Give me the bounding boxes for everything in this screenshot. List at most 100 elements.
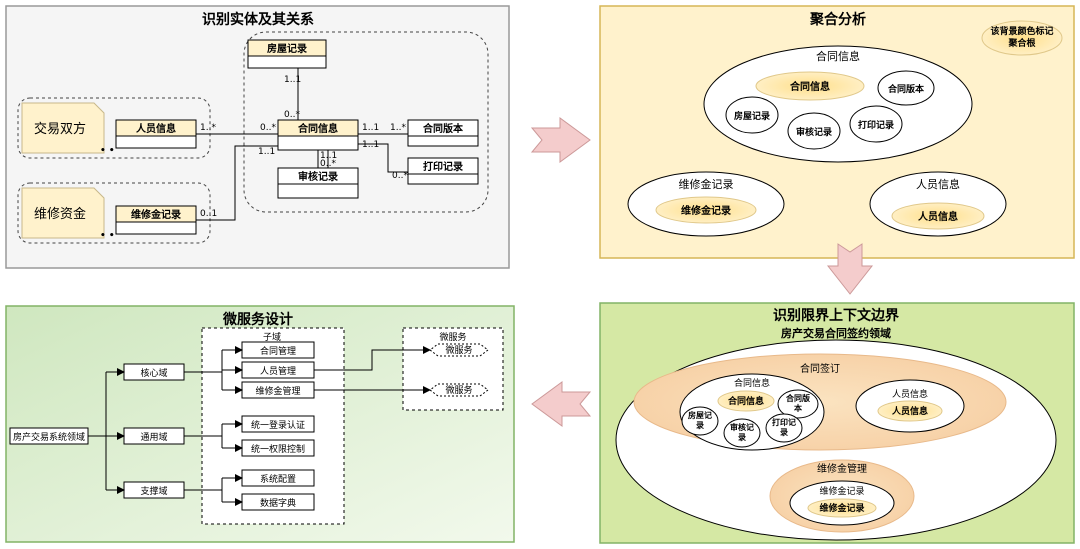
class-audit-record: 审核记录 bbox=[277, 167, 359, 199]
dots-trade: • • bbox=[100, 146, 115, 156]
agg-contract-version-label: 合同版本 bbox=[888, 83, 925, 95]
trade-party-group bbox=[17, 97, 211, 159]
fund-note-label: 维修资金 bbox=[34, 206, 86, 222]
domain-generic-label: 通用域 bbox=[140, 431, 167, 443]
subdomain-dictionary: 数据字典 bbox=[260, 497, 296, 509]
bc-house-record-label: 房屋记录 bbox=[688, 410, 712, 430]
contract-aggregate-label: 合同信息 bbox=[816, 49, 860, 63]
bc-print-record-label: 打印记录 bbox=[772, 417, 796, 437]
subdomain-permission: 统一权限控制 bbox=[251, 443, 305, 455]
bc-house-record bbox=[681, 406, 719, 436]
mult-person-side: 1..* bbox=[200, 123, 216, 133]
contract-aggregate-root bbox=[755, 71, 865, 101]
class-contract-info: 合同信息 bbox=[277, 119, 359, 151]
subdomain-person-mgmt: 人员管理 bbox=[260, 365, 296, 377]
mult-fund-side: 0..1 bbox=[200, 209, 217, 219]
aggregate-panel: 聚合分析 该背景颜色标记 聚合根 合同信息 合同信息 合同版本 房屋记录 审核记… bbox=[599, 5, 1075, 259]
mult-house-bottom: 0..* bbox=[284, 110, 300, 120]
bc-contract-label: 合同信息 bbox=[734, 377, 770, 389]
arrow-down bbox=[826, 243, 874, 295]
multiplicity-labels: 1..1 0..* 1..* 0..* 1..1 1..* 1..1 0..* … bbox=[100, 75, 408, 241]
mult-print-right: 0..* bbox=[392, 171, 408, 181]
subdomain-contract-mgmt: 合同管理 bbox=[260, 345, 296, 357]
mult-audit-top: 1..1 bbox=[320, 151, 337, 161]
legend-line-1: 该背景颜色标记 bbox=[990, 25, 1053, 37]
fund-mgmt-label: 维修金管理 bbox=[817, 462, 867, 475]
subdomain-header: 子域 bbox=[263, 331, 281, 343]
entities-title: 识别实体及其关系 bbox=[202, 11, 314, 28]
class-print-record: 打印记录 bbox=[407, 157, 479, 185]
class-fund-record-label: 维修金记录 bbox=[131, 208, 181, 221]
service-2-label: 微服务 bbox=[445, 384, 472, 396]
legend-line-2: 聚合根 bbox=[1007, 37, 1036, 49]
trade-party-note bbox=[21, 102, 105, 154]
mult-contract-person: 0..* bbox=[260, 123, 276, 133]
class-audit-record-label: 审核记录 bbox=[298, 170, 338, 183]
class-print-record-label: 打印记录 bbox=[423, 160, 463, 173]
signing-context-label: 合同签订 bbox=[800, 362, 840, 375]
agg-contract-version bbox=[877, 70, 935, 106]
arrow-right bbox=[530, 117, 591, 163]
microservice-panel: 微服务设计 子域 微服务 房产交易系统领域 核心域 通用域 支撑域 合同管理 人… bbox=[5, 305, 515, 543]
mult-audit-bottom: 0..* bbox=[320, 159, 336, 169]
bc-fund-root bbox=[807, 498, 877, 518]
agg-print-record bbox=[849, 105, 903, 143]
fund-group bbox=[17, 182, 211, 244]
class-contract-version: 合同版本 bbox=[407, 119, 479, 147]
bounded-domain-label: 房产交易合同签约领域 bbox=[781, 326, 891, 340]
bc-print-record bbox=[765, 413, 803, 443]
bc-contract-root bbox=[717, 390, 775, 412]
bc-fund-label: 维修金记录 bbox=[819, 485, 864, 497]
entities-panel: 识别实体及其关系 交易双方 维修资金 房屋记录 人员信息 合同信息 bbox=[5, 5, 510, 269]
fund-aggregate-root bbox=[655, 196, 757, 224]
mult-version-right: 1..* bbox=[390, 123, 406, 133]
bc-contract-root-label: 合同信息 bbox=[728, 395, 764, 407]
mult-contract-fund: 1..1 bbox=[258, 147, 275, 157]
person-aggregate-root bbox=[891, 202, 985, 230]
aggregate-root-legend bbox=[981, 20, 1063, 56]
agg-house-record bbox=[725, 96, 779, 134]
agg-audit-record bbox=[787, 112, 841, 150]
class-house-record-label: 房屋记录 bbox=[267, 42, 307, 55]
fund-note bbox=[21, 187, 105, 239]
subdomain-fund-mgmt: 维修金管理 bbox=[255, 385, 300, 397]
agg-audit-record-label: 审核记录 bbox=[796, 126, 832, 138]
mult-contract-print-left: 1..1 bbox=[362, 140, 379, 150]
domain-support-label: 支撑域 bbox=[140, 485, 167, 497]
contract-aggregate-root-label: 合同信息 bbox=[789, 80, 830, 93]
micro-root-label: 房产交易系统领域 bbox=[13, 431, 85, 443]
agg-house-record-label: 房屋记录 bbox=[734, 110, 770, 122]
subdomain-boxes: 合同管理 人员管理 维修金管理 统一登录认证 统一权限控制 系统配置 数据字典 bbox=[241, 341, 315, 511]
class-fund-record: 维修金记录 bbox=[115, 205, 197, 235]
class-person-info: 人员信息 bbox=[115, 119, 197, 149]
agg-print-record-label: 打印记录 bbox=[858, 119, 894, 131]
bc-audit-record bbox=[723, 418, 761, 448]
bc-audit-record-label: 审核记录 bbox=[730, 422, 754, 442]
contract-group bbox=[243, 31, 489, 213]
bc-contract-version-label: 合同版本 bbox=[785, 393, 810, 413]
bc-person-root bbox=[877, 400, 943, 422]
service-1-label: 微服务 bbox=[445, 344, 472, 356]
microservice-title: 微服务设计 bbox=[222, 311, 293, 328]
person-aggregate-label: 人员信息 bbox=[916, 177, 960, 191]
class-person-info-label: 人员信息 bbox=[136, 122, 176, 135]
entity-relations bbox=[196, 68, 408, 221]
mult-contract-version-left: 1..1 bbox=[362, 123, 379, 133]
bc-fund-root-label: 维修金记录 bbox=[819, 502, 864, 514]
domain-core-label: 核心域 bbox=[140, 367, 167, 379]
class-contract-version-label: 合同版本 bbox=[422, 122, 464, 135]
class-house-record: 房屋记录 bbox=[247, 39, 327, 69]
person-aggregate-root-label: 人员信息 bbox=[918, 210, 958, 223]
trade-party-label: 交易双方 bbox=[34, 121, 86, 137]
mult-house-top: 1..1 bbox=[284, 75, 301, 85]
bc-person-label: 人员信息 bbox=[892, 388, 928, 400]
subdomain-sys-config: 系统配置 bbox=[260, 473, 296, 485]
bounded-context-panel: 识别限界上下文边界 房产交易合同签约领域 合同签订 合同信息 合同信息 合同版本… bbox=[599, 302, 1075, 544]
bounded-context-title: 识别限界上下文边界 bbox=[773, 307, 900, 324]
aggregate-title: 聚合分析 bbox=[809, 11, 866, 28]
fund-aggregate-root-label: 维修金记录 bbox=[681, 204, 731, 217]
micro-connectors bbox=[88, 346, 431, 506]
subdomain-sso: 统一登录认证 bbox=[251, 419, 305, 431]
class-contract-info-label: 合同信息 bbox=[297, 122, 338, 135]
